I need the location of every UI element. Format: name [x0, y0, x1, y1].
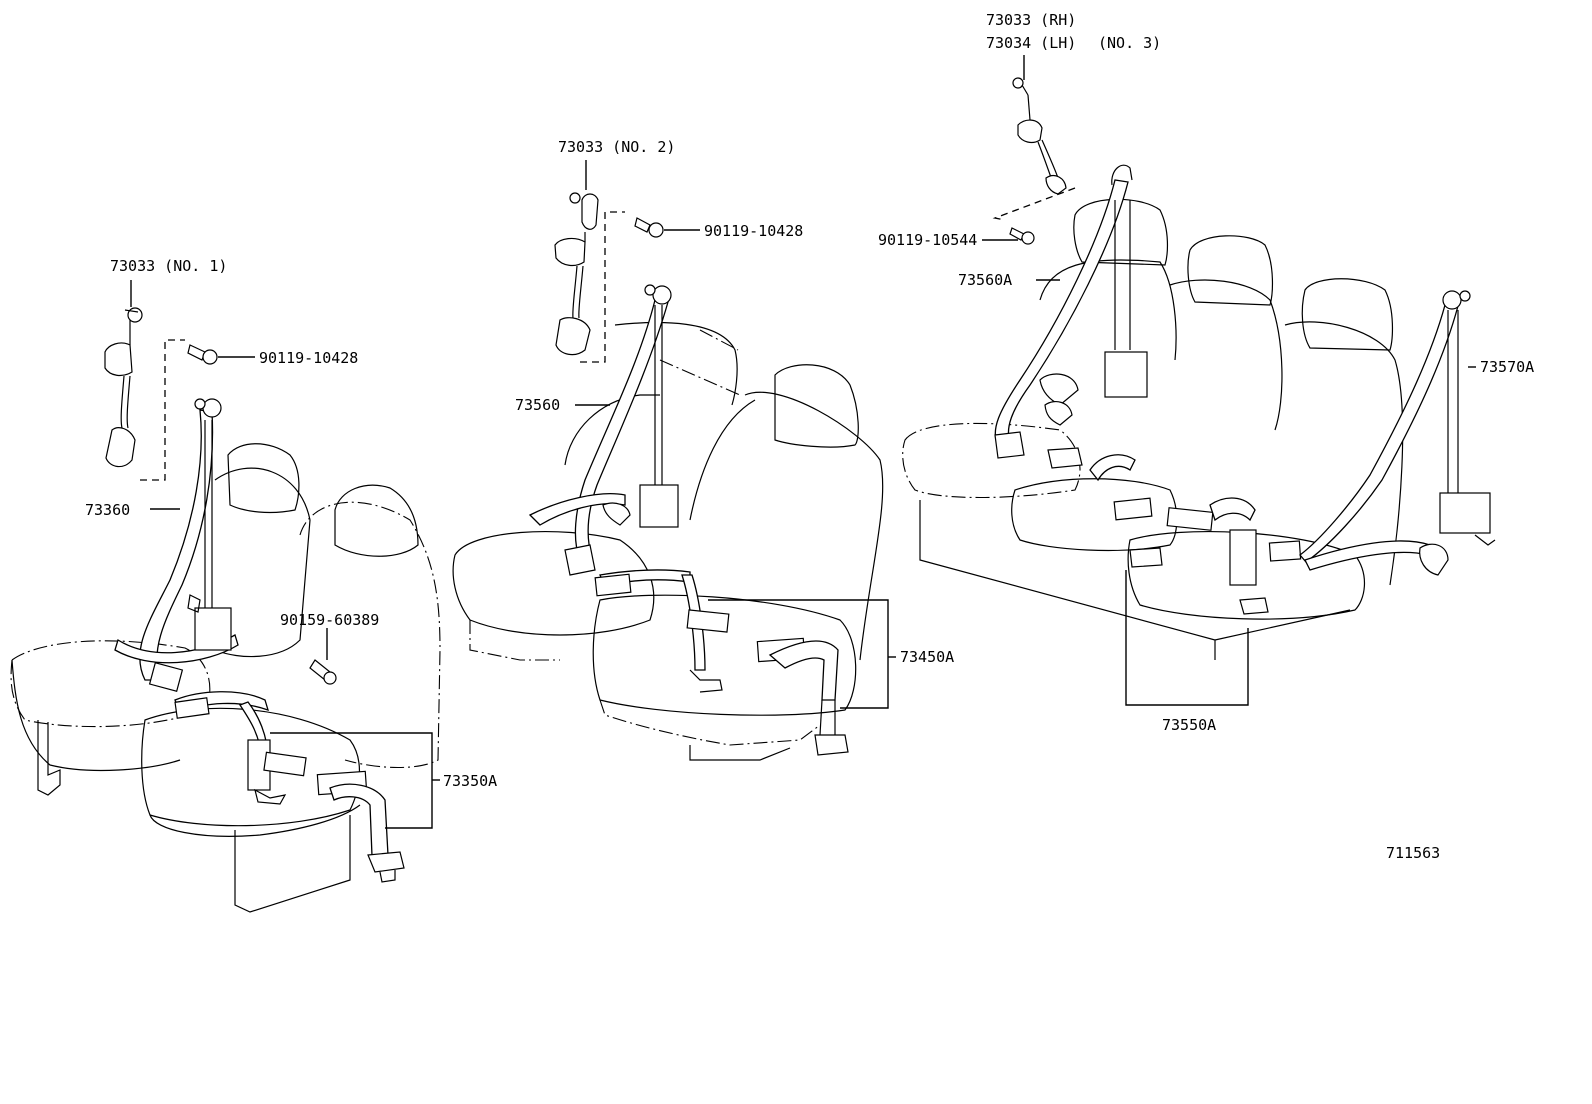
label-90119-10544: 90119-10544: [878, 231, 977, 249]
label-no3: (NO. 3): [1098, 34, 1161, 52]
label-90159-60389: 90159-60389: [280, 611, 379, 629]
part-labels: 73033 (RH) 73034 (LH) (NO. 3) 73033 (NO.…: [85, 11, 1534, 862]
label-73450a: 73450A: [900, 648, 954, 666]
label-73570a: 73570A: [1480, 358, 1534, 376]
label-73033-rh: 73033 (RH): [986, 11, 1076, 29]
label-73033-no2: 73033 (NO. 2): [558, 138, 675, 156]
label-73560: 73560: [515, 396, 560, 414]
label-73350a: 73350A: [443, 772, 497, 790]
label-711563: 711563: [1386, 844, 1440, 862]
label-73034-lh: 73034 (LH): [986, 34, 1076, 52]
seat-group-left: [10, 280, 441, 913]
label-90119-10428-upper: 90119-10428: [704, 222, 803, 240]
label-73033-no1: 73033 (NO. 1): [110, 257, 227, 275]
label-73560a: 73560A: [958, 271, 1012, 289]
seat-group-middle: [452, 160, 896, 761]
label-90119-10428-lower: 90119-10428: [259, 349, 358, 367]
label-73360: 73360: [85, 501, 130, 519]
label-73550a: 73550A: [1162, 716, 1216, 734]
seat-group-right: [902, 55, 1496, 706]
